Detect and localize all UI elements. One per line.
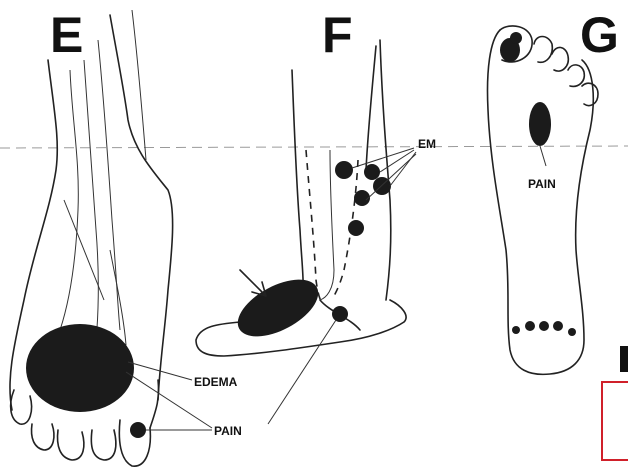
panel-g-heel-dot-5 xyxy=(568,328,576,336)
panel-g-pain-leader xyxy=(540,146,546,166)
panel-e-edema-mark xyxy=(26,324,134,412)
panel-f-em-dot-1 xyxy=(335,161,353,179)
panel-g-letter: G xyxy=(580,7,619,63)
panel-f-dorsal-mark xyxy=(229,268,327,348)
scan-line xyxy=(0,146,628,148)
next-panel-frame xyxy=(602,382,628,460)
panel-f-letter: F xyxy=(322,7,353,63)
panel-f-em-label: EM xyxy=(418,137,436,151)
panel-g-heel-dot-3 xyxy=(539,321,549,331)
panel-f-em-dot-5 xyxy=(348,220,364,236)
panel-g: G PAIN xyxy=(488,7,619,374)
panel-f: F EM xyxy=(196,7,436,424)
panel-g-heel-dot-4 xyxy=(553,321,563,331)
panel-e-pain-label: PAIN xyxy=(214,424,242,438)
panel-f-pain-leader xyxy=(268,320,336,424)
panel-g-heel-dot-1 xyxy=(512,326,520,334)
panel-e-edema-label: EDEMA xyxy=(194,375,238,389)
panel-e-pain-dot xyxy=(130,422,146,438)
panel-f-arrow xyxy=(240,270,266,296)
panel-f-em-dot-2 xyxy=(364,164,380,180)
panel-g-toe-mark xyxy=(510,32,522,44)
panel-g-arch-mark xyxy=(529,102,551,146)
next-panel-fragment xyxy=(602,346,628,460)
panel-e: E EDEMA PAIN xyxy=(10,7,242,466)
panel-f-heel-dot xyxy=(332,306,348,322)
panel-g-pain-label: PAIN xyxy=(528,177,556,191)
panel-e-letter: E xyxy=(50,7,83,63)
panel-f-dashed-tendon-1 xyxy=(306,150,322,302)
panel-g-heel-dot-2 xyxy=(525,321,535,331)
next-panel-letter-fragment xyxy=(620,346,628,372)
